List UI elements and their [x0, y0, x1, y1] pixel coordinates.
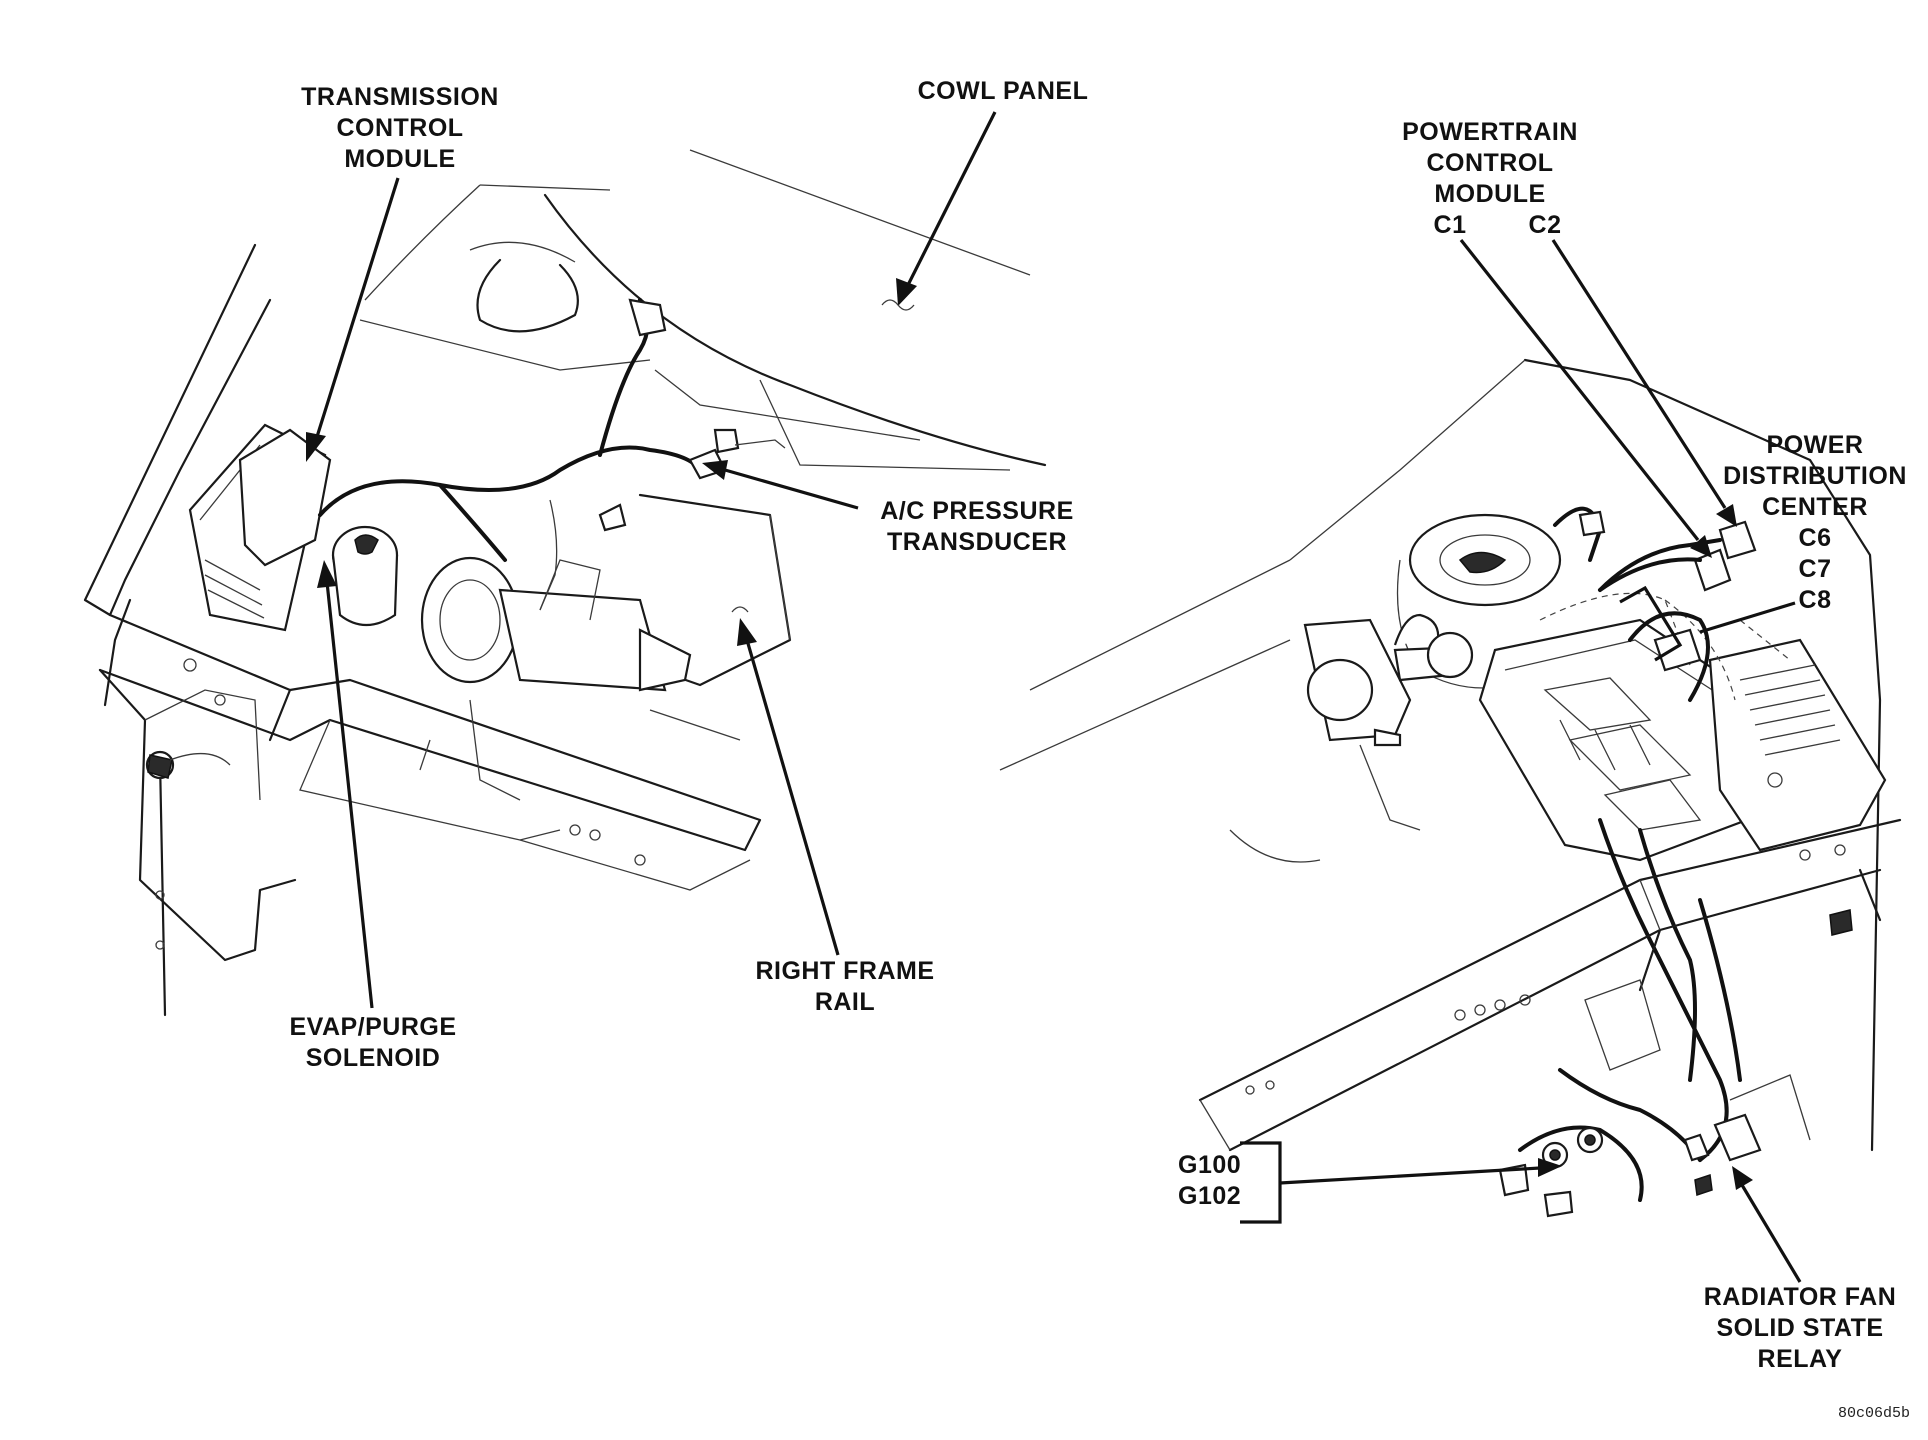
pcm-c2-label: C2	[1528, 211, 1562, 239]
tcm-arrowhead	[306, 432, 326, 462]
ground-points-label: G100 G102	[1178, 1151, 1242, 1210]
fan-relay-arrowhead	[1732, 1166, 1753, 1190]
pcm-c1-label: C1	[1433, 211, 1467, 239]
ac-pressure-transducer-label: A/C PRESSURE TRANSDUCER	[880, 497, 1074, 556]
leader-lines	[306, 111, 1802, 1283]
right-frame-rail-label: RIGHT FRAME RAIL	[755, 957, 935, 1016]
evap-arrowhead	[317, 560, 337, 588]
frame-arrowhead	[737, 618, 757, 646]
cowl-panel-label: COWL PANEL	[917, 77, 1089, 105]
pcm-c1-arrowhead	[1690, 535, 1712, 558]
ground-arrowhead	[1538, 1158, 1562, 1177]
figure-code: 80c06d5b	[1838, 1405, 1911, 1422]
radiator-fan-relay-label: RADIATOR FAN SOLID STATE RELAY	[1703, 1283, 1897, 1373]
pcm-label: POWERTRAIN CONTROL MODULE	[1402, 118, 1578, 208]
left-engine-bay-illustration	[83, 149, 1047, 1017]
pcm-c2-arrowhead	[1716, 504, 1737, 527]
cowl-arrowhead	[896, 278, 917, 306]
tcm-label: TRANSMISSION CONTROL MODULE	[301, 83, 499, 173]
evap-purge-solenoid-label: EVAP/PURGE SOLENOID	[289, 1013, 457, 1072]
right-engine-bay-illustration	[999, 358, 1902, 1218]
ac-arrowhead	[702, 460, 728, 480]
power-distribution-center-label: POWER DISTRIBUTION CENTER C6 C7 C8	[1723, 431, 1907, 614]
